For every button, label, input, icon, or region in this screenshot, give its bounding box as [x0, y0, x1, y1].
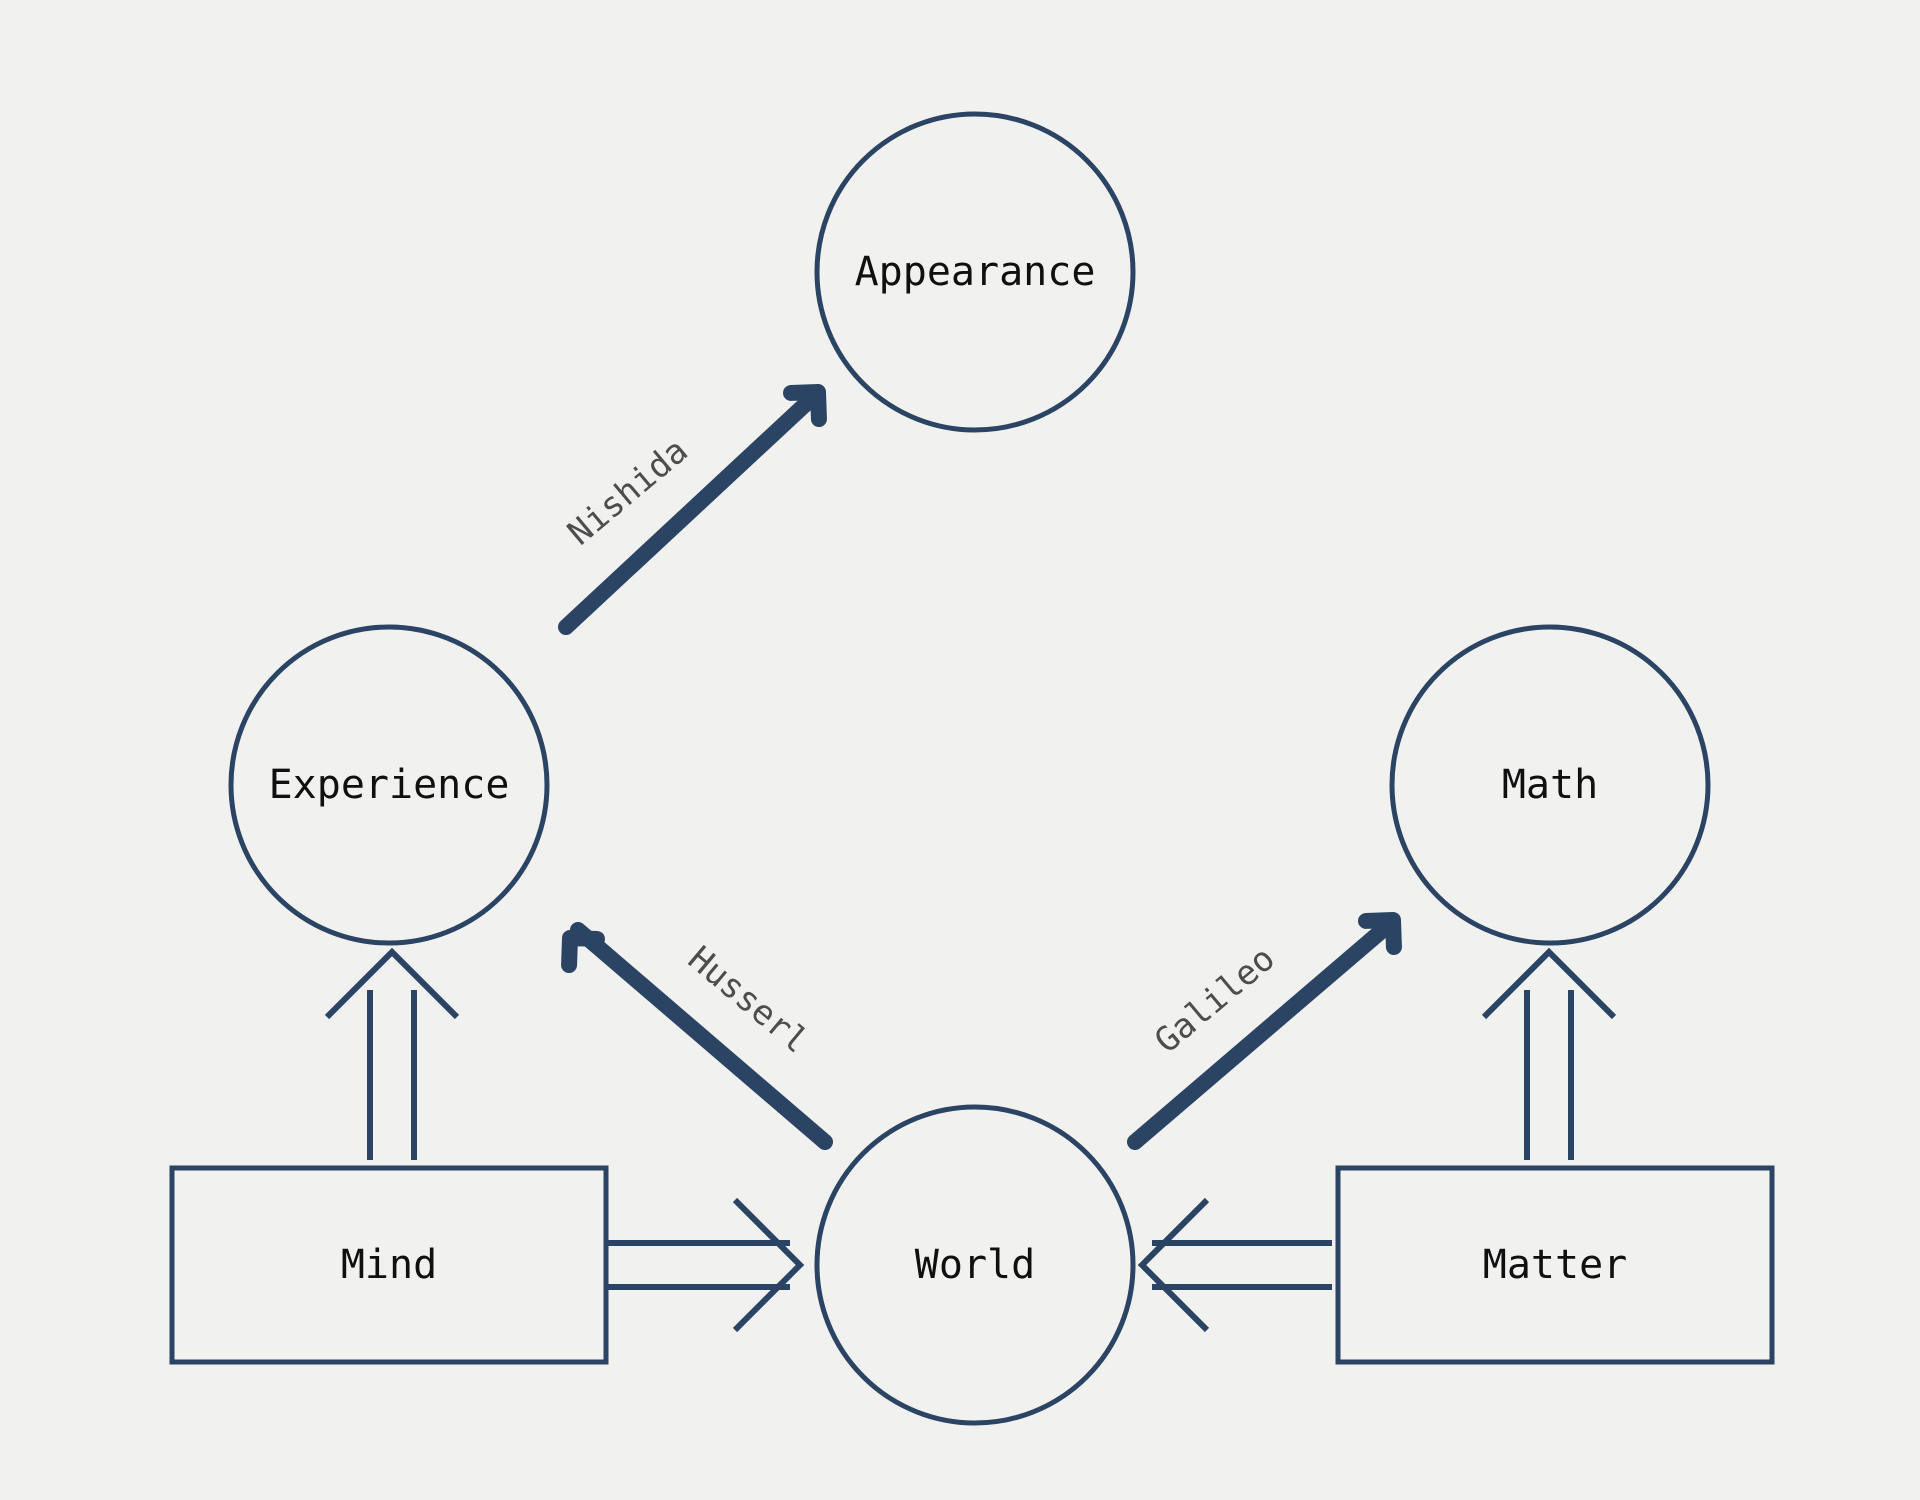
arrowhead-up — [1481, 947, 1617, 1020]
node-label-math: Math — [1502, 762, 1598, 808]
edge-world-to-experience — [561, 922, 833, 1150]
node-math-circle[interactable] — [1389, 624, 1711, 946]
edge-matter-to-math — [1481, 947, 1617, 1160]
arrowhead-upleft — [561, 930, 605, 973]
arrowhead-up — [324, 947, 460, 1020]
node-label-appearance: Appearance — [855, 249, 1096, 295]
node-matter-rect[interactable] — [1335, 1165, 1775, 1365]
node-label-experience: Experience — [269, 762, 510, 808]
edge-mind-to-experience — [324, 947, 460, 1160]
edge-experience-to-appearance — [558, 384, 827, 635]
node-label-world: World — [915, 1242, 1035, 1288]
edge-shaft — [1127, 920, 1393, 1150]
node-mind-rect[interactable] — [169, 1165, 609, 1365]
edge-mind-to-world — [608, 1197, 805, 1333]
arrowhead-upright — [783, 384, 827, 427]
edge-world-to-math — [1127, 912, 1402, 1150]
edge-matter-to-world — [1137, 1197, 1332, 1333]
node-world-circle[interactable] — [814, 1104, 1136, 1426]
node-experience-circle[interactable] — [228, 624, 550, 946]
node-label-matter: Matter — [1483, 1242, 1628, 1288]
arrowhead-upright — [1358, 912, 1402, 955]
arrowhead-right — [732, 1197, 805, 1333]
node-label-mind: Mind — [341, 1242, 437, 1288]
arrowhead-left — [1137, 1197, 1210, 1333]
edge-shaft — [570, 922, 833, 1150]
node-appearance-circle[interactable] — [814, 111, 1136, 433]
edge-shaft — [558, 392, 818, 635]
